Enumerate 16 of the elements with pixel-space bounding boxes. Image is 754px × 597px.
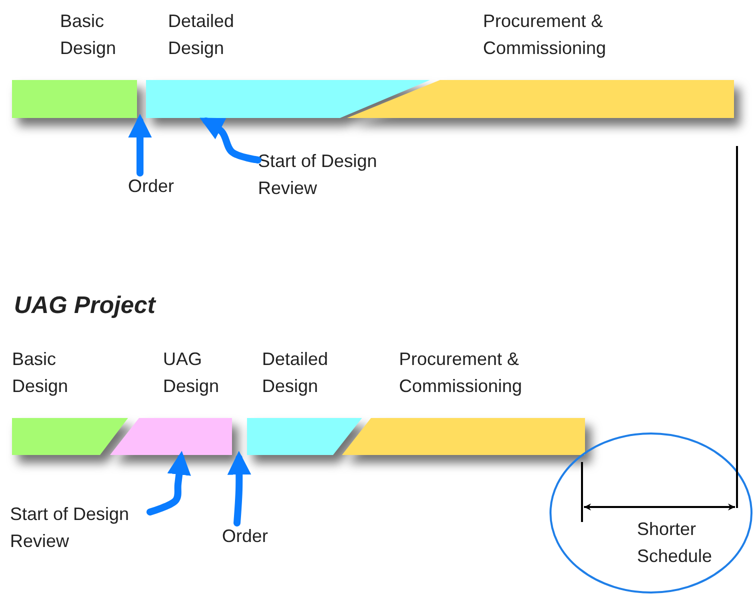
- phase-label: Procurement & Commissioning: [483, 10, 608, 60]
- phase-label: Detailed Design: [262, 348, 330, 398]
- annotation-text: Order: [128, 175, 176, 198]
- arrow: [227, 450, 252, 526]
- phase-label: Detailed Design: [168, 10, 236, 60]
- section-title: UAG Project: [14, 292, 156, 319]
- annotation-text: Order: [222, 525, 270, 548]
- arrow: [200, 118, 262, 164]
- phase-label: Basic Design: [12, 348, 70, 398]
- annotation-text: Start of Design Review: [258, 150, 378, 200]
- phase-label: UAG Design: [163, 348, 220, 398]
- phase-label: Basic Design: [60, 10, 118, 60]
- phase-label: Procurement & Commissioning: [399, 348, 524, 398]
- annotation-text: Start of Design Review: [10, 503, 130, 553]
- dimension-label: Shorter Schedule: [637, 518, 714, 568]
- arrow: [128, 114, 152, 176]
